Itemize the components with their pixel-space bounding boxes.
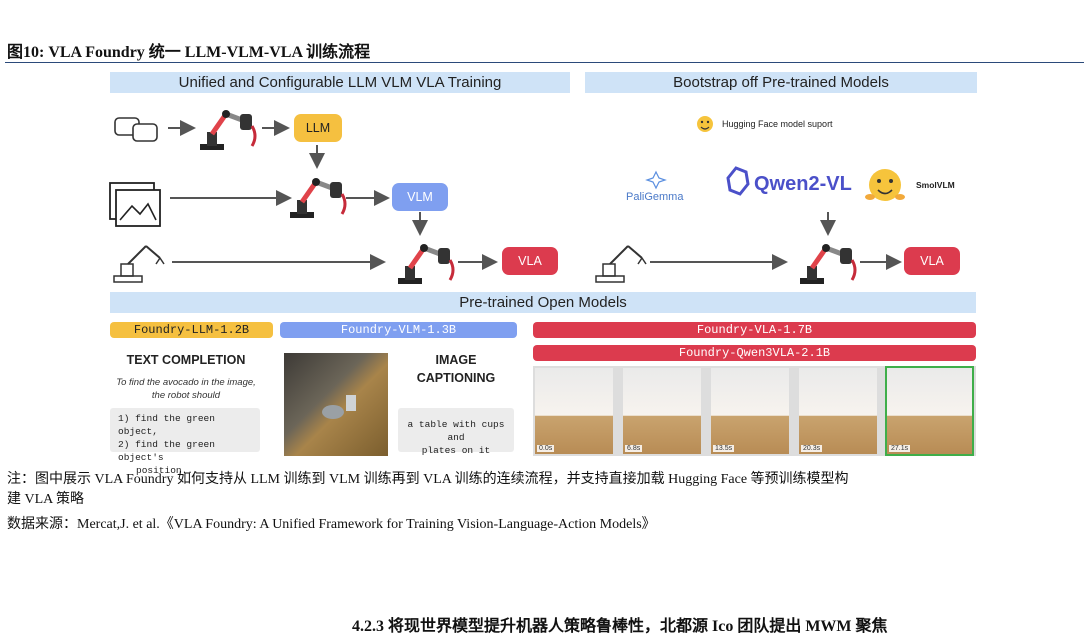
hf-support-label: Hugging Face model suport (722, 119, 833, 129)
model-bar-qwen-vla: Foundry-Qwen3VLA-2.1B (533, 345, 976, 361)
paligemma-label: PaliGemma (626, 191, 684, 203)
prompt-line-1: To find the avocado in the image, (116, 377, 256, 388)
text-completion-prompt: To find the avocado in the image, the ro… (110, 376, 262, 402)
cup-shape (322, 405, 344, 419)
timestamp: 20.3s (801, 445, 823, 452)
figure-note: 注：图中展示 VLA Foundry 如何支持从 LLM 训练到 VLM 训练再… (7, 470, 1085, 510)
training-flow-diagram (109, 0, 905, 300)
banner-unified-training: Unified and Configurable LLM VLM VLA Tra… (110, 72, 570, 93)
vla-rollout-strip: 0.0s 6.8s 13.5s 20.3s 27.1s (533, 366, 976, 456)
chat-icon (114, 117, 158, 142)
vla-pill-left: VLA (502, 247, 558, 275)
output-line-1: 1) find the green object, (118, 413, 215, 437)
rollout-frame: 6.8s (623, 368, 701, 454)
caption-output-line-1: a table with cups and (407, 419, 505, 443)
qwen-icon (726, 166, 750, 196)
paligemma-icon (645, 170, 667, 190)
timestamp: 27.1s (889, 445, 911, 452)
figure-source: 数据来源：Mercat,J. et al.《VLA Foundry: A Uni… (7, 517, 656, 532)
text-completion-title: TEXT COMPLETION (126, 353, 246, 367)
title-rule (5, 62, 1084, 63)
smolvlm-label: SmolVLM (916, 180, 955, 190)
qwen-label: Qwen2-VL (754, 173, 852, 195)
model-bar-vlm: Foundry-VLM-1.3B (280, 322, 517, 338)
model-bar-vla: Foundry-VLA-1.7B (533, 322, 976, 338)
text-completion-output: 1) find the green object, 2) find the gr… (110, 408, 260, 476)
timestamp: 0.0s (537, 445, 555, 452)
banner-bootstrap: Bootstrap off Pre-trained Models (585, 72, 977, 93)
image-captioning-output: a table with cups and plates on it (398, 408, 514, 456)
image-captioning-title: IMAGE CAPTIONING (398, 351, 514, 387)
llm-pill: LLM (294, 114, 342, 142)
captioning-photo (284, 353, 388, 456)
captioning-title-line-2: CAPTIONING (416, 371, 496, 385)
banner-pretrained-models: Pre-trained Open Models (110, 292, 976, 313)
next-section-heading: 4.2.3 将现世界模型提升机器人策略鲁棒性，北都源 Ico 团队提出 MWM … (352, 618, 888, 635)
rollout-frame: 13.5s (711, 368, 789, 454)
robot-icon (800, 244, 855, 284)
captioning-title-line-1: IMAGE (435, 353, 477, 367)
image-icon (109, 182, 161, 227)
hugging-face-icon (697, 116, 713, 132)
vla-pill-right: VLA (904, 247, 960, 275)
robot-icon (200, 110, 255, 150)
robot-icon (398, 244, 453, 284)
vlm-pill: VLM (392, 183, 448, 211)
robot-arm-icon (595, 245, 647, 283)
timestamp: 6.8s (625, 445, 643, 452)
robot-arm-icon (113, 245, 165, 283)
output-line-2: 2) find the green object's (118, 439, 215, 463)
note-line-1: 注：图中展示 VLA Foundry 如何支持从 LLM 训练到 VLM 训练再… (7, 472, 849, 487)
smolvlm-hugging-face-icon (865, 169, 905, 201)
cup-shape (346, 395, 356, 411)
rollout-frame-final: 27.1s (885, 366, 974, 456)
rollout-frame: 20.3s (799, 368, 877, 454)
model-bar-llm: Foundry-LLM-1.2B (110, 322, 273, 338)
robot-icon (290, 178, 345, 218)
rollout-frame: 0.0s (535, 368, 613, 454)
prompt-line-2: the robot should (151, 390, 221, 401)
output-line-3: position... (136, 465, 199, 476)
note-line-2: 建 VLA 策略 (7, 492, 84, 507)
caption-output-line-2: plates on it (421, 445, 491, 456)
timestamp: 13.5s (713, 445, 735, 452)
figure-title: 图10: VLA Foundry 统一 LLM-VLM-VLA 训练流程 (7, 44, 371, 61)
